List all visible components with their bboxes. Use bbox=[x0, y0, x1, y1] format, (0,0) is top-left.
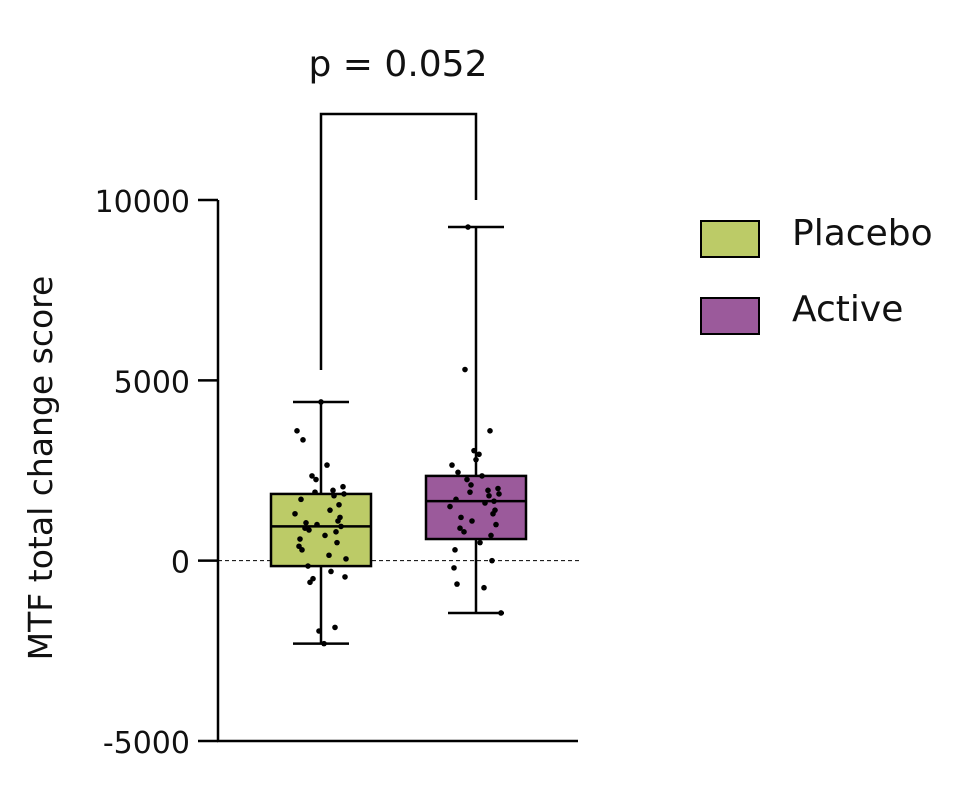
data-point bbox=[297, 536, 303, 542]
data-point bbox=[298, 496, 304, 503]
data-point bbox=[313, 476, 319, 483]
data-point bbox=[318, 399, 324, 405]
data-point bbox=[306, 527, 312, 533]
data-point bbox=[477, 539, 483, 546]
data-point bbox=[498, 610, 504, 616]
y-tick-label: -5000 bbox=[103, 726, 190, 761]
data-point bbox=[343, 556, 349, 562]
data-point bbox=[447, 503, 453, 510]
data-point bbox=[482, 500, 488, 506]
data-point bbox=[453, 496, 459, 503]
data-point bbox=[299, 547, 305, 553]
data-point bbox=[464, 476, 470, 483]
significance-bracket bbox=[319, 112, 478, 370]
data-point bbox=[461, 529, 467, 535]
data-point bbox=[342, 574, 348, 580]
data-point bbox=[294, 428, 300, 434]
box-series bbox=[269, 224, 528, 647]
y-tick-label: 10000 bbox=[95, 185, 190, 220]
data-point bbox=[454, 581, 460, 587]
data-point bbox=[491, 498, 497, 504]
data-point bbox=[493, 521, 499, 528]
data-point bbox=[314, 521, 320, 528]
box-group-placebo bbox=[269, 399, 373, 647]
data-point bbox=[330, 487, 336, 494]
legend-swatch-placebo bbox=[700, 220, 760, 258]
data-point bbox=[486, 492, 492, 499]
data-point bbox=[300, 437, 306, 443]
data-point bbox=[340, 483, 346, 490]
data-point bbox=[321, 640, 327, 647]
data-point bbox=[471, 447, 477, 454]
data-point bbox=[467, 489, 473, 495]
data-point bbox=[487, 428, 493, 434]
box-iqr bbox=[424, 474, 528, 541]
legend-label-active: Active bbox=[792, 289, 903, 330]
y-tick-label: 5000 bbox=[114, 365, 190, 400]
data-point bbox=[332, 624, 338, 631]
data-point bbox=[309, 473, 315, 479]
data-point bbox=[490, 510, 496, 517]
data-point bbox=[327, 507, 333, 513]
data-point bbox=[449, 462, 455, 468]
significance-label: p = 0.052 bbox=[309, 44, 488, 85]
data-point bbox=[303, 519, 309, 526]
data-point bbox=[465, 224, 471, 230]
data-point bbox=[496, 491, 502, 497]
data-point bbox=[481, 584, 487, 591]
data-point bbox=[462, 366, 468, 373]
data-point bbox=[305, 563, 311, 569]
legend: Placebo Active bbox=[700, 213, 933, 335]
data-point bbox=[476, 451, 482, 458]
data-point bbox=[469, 518, 475, 524]
data-point bbox=[316, 628, 322, 634]
data-point bbox=[341, 491, 347, 497]
data-point bbox=[312, 489, 318, 495]
data-point bbox=[328, 568, 334, 575]
data-point bbox=[458, 514, 464, 521]
data-point bbox=[485, 487, 491, 494]
box-group-active bbox=[424, 224, 528, 616]
data-point bbox=[338, 523, 344, 530]
data-point bbox=[336, 501, 342, 508]
data-point bbox=[326, 552, 332, 559]
data-point bbox=[489, 557, 495, 564]
data-point bbox=[331, 492, 337, 499]
data-point bbox=[488, 532, 494, 539]
box-iqr bbox=[269, 492, 373, 568]
y-tick-label: 0 bbox=[171, 546, 190, 581]
data-point bbox=[452, 547, 458, 553]
data-point bbox=[468, 482, 474, 488]
y-ticks: -5000 0 5000 10000 bbox=[95, 185, 218, 761]
data-point bbox=[495, 485, 501, 492]
data-point bbox=[333, 529, 339, 535]
y-axis-title: MTF total change score bbox=[21, 276, 60, 661]
data-point bbox=[322, 532, 328, 539]
data-point bbox=[451, 565, 457, 571]
legend-label-placebo: Placebo bbox=[792, 213, 933, 254]
data-point bbox=[334, 539, 340, 546]
data-point bbox=[307, 579, 313, 586]
data-point bbox=[479, 473, 485, 479]
data-point bbox=[292, 510, 298, 517]
data-point bbox=[473, 456, 479, 463]
data-point bbox=[455, 469, 461, 476]
legend-swatch-active bbox=[700, 297, 760, 335]
data-point bbox=[457, 525, 463, 532]
data-point bbox=[335, 518, 341, 524]
data-point bbox=[324, 462, 330, 468]
